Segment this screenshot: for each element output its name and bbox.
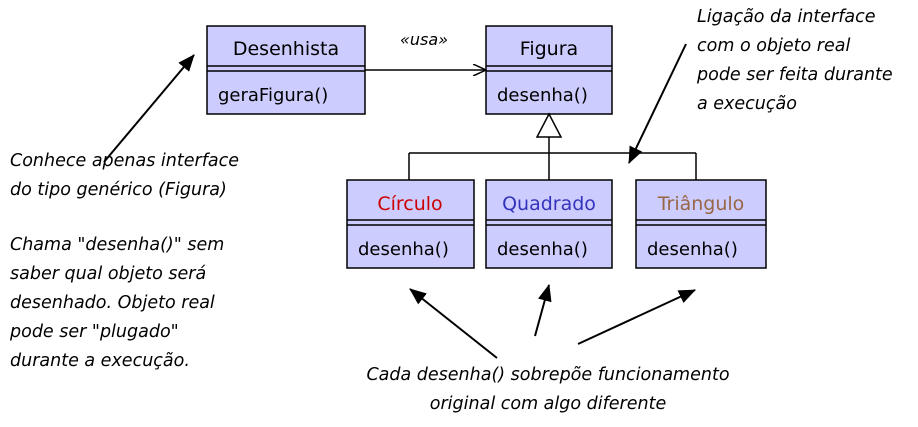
class-triangulo: Triângulo desenha(): [635, 179, 767, 269]
class-circulo-name: Círculo: [377, 193, 442, 215]
note-line: Ligação da interface: [697, 7, 876, 27]
note-line: pode ser feita durante: [696, 65, 893, 85]
class-desenhista-name: Desenhista: [233, 38, 339, 60]
class-desenhista-operation: geraFigura(): [218, 85, 328, 106]
note-line: com o objeto real: [697, 36, 850, 56]
class-figura: Figura desenha(): [485, 25, 613, 115]
class-figura-name: Figura: [520, 38, 578, 60]
class-quadrado: Quadrado desenha(): [485, 179, 613, 269]
class-desenhista-box: [206, 25, 366, 115]
note-line: pode ser "plugado": [9, 322, 179, 342]
class-quadrado-box: [485, 179, 613, 269]
note-line: desenhado. Objeto real: [10, 293, 215, 313]
class-figura-box: [485, 25, 613, 115]
pointer-to-inheritance: [628, 43, 687, 164]
pointer-to-desenhista: [103, 54, 195, 163]
class-triangulo-operation: desenha(): [647, 239, 738, 260]
note-line: saber qual objeto será: [10, 264, 206, 284]
pointer-to-triangulo: [577, 289, 696, 345]
note-left-bottom: Chama "desenha()" sem saber qual objeto …: [9, 235, 224, 371]
class-triangulo-box: [635, 179, 767, 269]
inheritance-connector: [408, 112, 697, 180]
class-quadrado-operation: desenha(): [497, 239, 588, 260]
note-line: durante a execução.: [10, 351, 190, 371]
class-figura-operation: desenha(): [497, 85, 588, 106]
class-circulo: Círculo desenha(): [346, 179, 475, 269]
class-triangulo-name: Triângulo: [657, 193, 745, 215]
note-bottom: Cada desenha() sobrepõe funcionamento or…: [366, 365, 729, 414]
note-line: original com algo diferente: [430, 394, 666, 414]
class-quadrado-name: Quadrado: [502, 193, 596, 215]
note-line: Conhece apenas interface: [10, 151, 239, 171]
class-desenhista: Desenhista geraFigura(): [206, 25, 366, 115]
note-left-top: Conhece apenas interface do tipo genéric…: [10, 151, 239, 200]
note-right-top: Ligação da interface com o objeto real p…: [696, 7, 893, 114]
pointer-to-circulo: [409, 288, 498, 359]
usa-stereotype-label: «usa»: [400, 30, 448, 49]
note-line: Chama "desenha()" sem: [10, 235, 224, 255]
note-line: a execução: [697, 94, 797, 114]
pointer-to-quadrado: [534, 284, 552, 337]
class-circulo-box: [346, 179, 475, 269]
class-circulo-operation: desenha(): [358, 239, 449, 260]
note-line: Cada desenha() sobrepõe funcionamento: [366, 365, 729, 385]
inheritance-triangle: [535, 112, 563, 138]
note-line: do tipo genérico (Figura): [10, 180, 227, 200]
